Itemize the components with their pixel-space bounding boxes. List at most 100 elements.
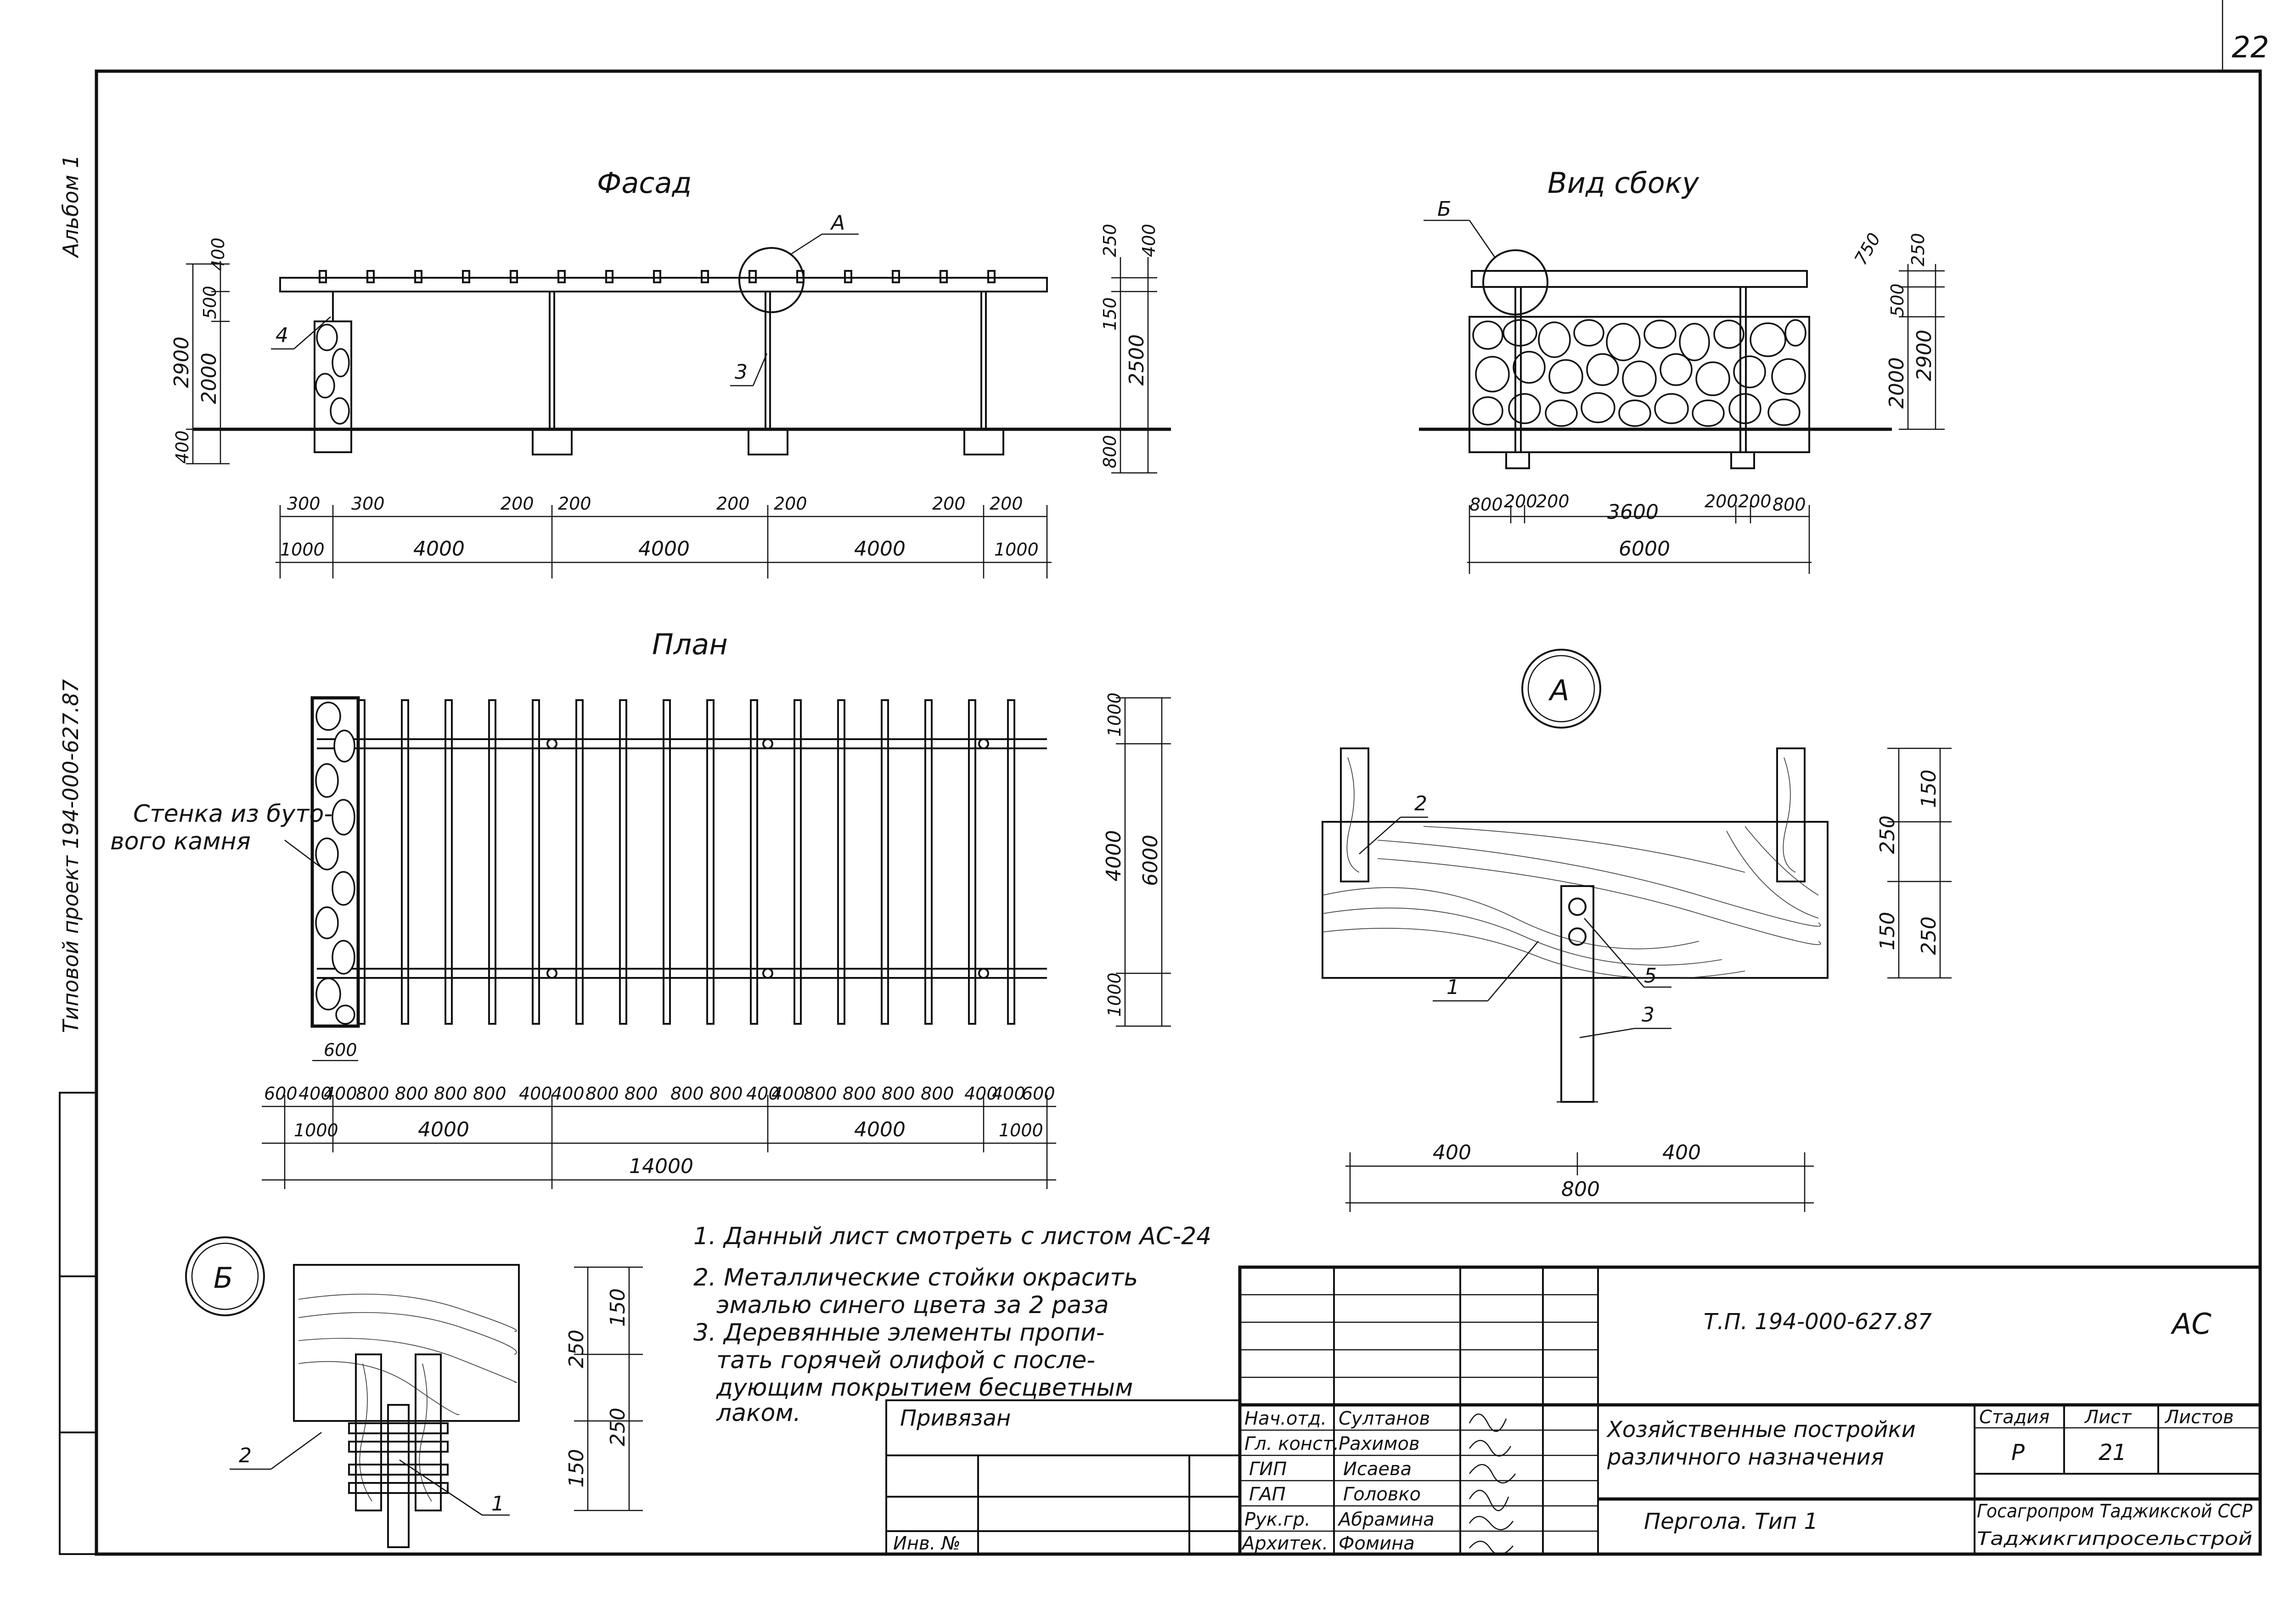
- detail-b-pos-2: 2: [239, 1444, 252, 1467]
- facade-title: Фасад: [597, 166, 692, 200]
- plan-dim-seg-4000a: 4000: [418, 1118, 469, 1141]
- plan-row-dim: 800: [843, 1084, 876, 1104]
- plan-wall-label-2: вого камня: [110, 828, 251, 855]
- side-dim-top-200c: 200: [1705, 491, 1738, 511]
- plan-row-dim: 800: [625, 1084, 658, 1104]
- detail-a-dim-150a: 150: [1917, 769, 1941, 808]
- doc-mark: АС: [2170, 1307, 2212, 1341]
- facade-dim-500: 500: [200, 286, 220, 319]
- role-3: ГИП: [1249, 1459, 1287, 1480]
- role-5: Рук.гр.: [1244, 1509, 1311, 1530]
- callout-b-label: Б: [1437, 197, 1451, 221]
- side-dim-top-200a: 200: [1504, 491, 1537, 511]
- side-dim-2000: 2000: [1885, 357, 1908, 409]
- plan-dim-seg-4000b: 4000: [854, 1118, 906, 1141]
- detail-a-pos-1: 1: [1446, 976, 1459, 999]
- sheets-header: Листов: [2164, 1407, 2234, 1428]
- plan-dim-total: 14000: [629, 1155, 693, 1178]
- plan-row-dim: 800: [804, 1084, 837, 1104]
- org-line-1: Госагропром Таджикской ССР: [1977, 1501, 2253, 1522]
- object-line-2: различного назначения: [1607, 1444, 1884, 1470]
- stage-value: Р: [2011, 1440, 2025, 1465]
- note-line: 2. Металлические стойки окрасить: [693, 1264, 1138, 1291]
- plan-wall-label-1: Стенка из буто-: [133, 800, 332, 828]
- plan-row-dim: 600: [264, 1084, 298, 1104]
- doc-code: Т.П. 194-000-627.87: [1704, 1309, 1932, 1335]
- side-dim-top-200d: 200: [1738, 491, 1772, 511]
- plan-row-dim: 400: [324, 1084, 357, 1104]
- facade-dim-top-200d: 200: [774, 494, 807, 514]
- facade-dim-top-200f: 200: [990, 494, 1023, 514]
- title-block: Привязан Инв. № Т.П. 194-000-627.87 АС Н…: [885, 1265, 2262, 1556]
- plan-view: План Стенка из буто- вого камня: [110, 628, 1171, 1189]
- detail-b-dim-250b: 250: [606, 1408, 630, 1446]
- plan-dim-6000: 6000: [1139, 835, 1162, 886]
- note-line: лаком.: [716, 1399, 801, 1427]
- plan-row-dim: 800: [434, 1084, 467, 1104]
- facade-dim-400-bot: 400: [172, 430, 192, 464]
- side-album-label: Альбом 1: [58, 155, 83, 258]
- note-line: 3. Деревянные элементы пропи-: [693, 1319, 1105, 1347]
- note-line: эмалью синего цвета за 2 раза: [716, 1291, 1109, 1319]
- side-dim-2900: 2900: [1913, 330, 1936, 381]
- pos-3-label: 3: [735, 360, 748, 384]
- side-project-label: Типовой проект 194-000-627.87: [58, 679, 83, 1033]
- name-4: Головко: [1343, 1484, 1421, 1505]
- side-stone-infill: [1472, 319, 1806, 427]
- plan-dim-1000b: 1000: [1104, 972, 1125, 1017]
- name-3: Исаева: [1343, 1459, 1412, 1480]
- facade-view: Фасад А: [170, 166, 1171, 578]
- detail-a-dim-400b: 400: [1662, 1141, 1701, 1164]
- side-dim-750: 750: [1851, 230, 1885, 269]
- plan-dim-top-600: 600: [324, 1040, 357, 1060]
- signatures: [1469, 1413, 1516, 1555]
- plan-row-dim: 400: [298, 1084, 332, 1104]
- detail-a: А 2 1 5 3 150 250 150 2: [1322, 649, 1952, 1212]
- plan-row-dim: 800: [356, 1084, 389, 1104]
- plan-row-dim: 800: [882, 1084, 915, 1104]
- detail-a-pos-3: 3: [1642, 1003, 1654, 1027]
- plan-dim-row: 600 400 400 800 800 800 800 400 400 800 …: [264, 1084, 1055, 1104]
- detail-b-dim-250a: 250: [565, 1330, 588, 1368]
- side-dim-top-800b: 800: [1773, 494, 1806, 515]
- sheet-value: 21: [2099, 1440, 2127, 1465]
- side-title: Вид сбоку: [1548, 166, 1699, 200]
- facade-dim-2900: 2900: [170, 337, 193, 388]
- inv-label: Инв. №: [893, 1533, 961, 1554]
- pos-4-label: 4: [276, 324, 288, 347]
- facade-dim-top-300a: 300: [287, 494, 321, 514]
- facade-dim-top-200e: 200: [932, 494, 966, 514]
- facade-dim-top-200c: 200: [716, 494, 750, 514]
- detail-b-mark: Б: [214, 1261, 233, 1295]
- detail-a-dim-800: 800: [1561, 1178, 1600, 1201]
- facade-dim-250: 250: [1100, 224, 1120, 257]
- detail-b: Б 2 1 250 150 150 250: [185, 1236, 643, 1548]
- plan-row-dim: 400: [964, 1084, 998, 1104]
- callout-a-label: А: [830, 211, 845, 235]
- plan-row-dim: 800: [709, 1084, 743, 1104]
- facade-dim-top-200a: 200: [501, 494, 534, 514]
- facade-dim-top-200b: 200: [558, 494, 591, 514]
- plan-row-dim: 400: [519, 1084, 552, 1104]
- plan-row-dim: 400: [551, 1084, 585, 1104]
- detail-a-pos-2: 2: [1414, 792, 1427, 815]
- facade-dim-2000: 2000: [197, 353, 221, 404]
- facade-dim-150: 150: [1100, 297, 1120, 331]
- role-4: ГАП: [1249, 1484, 1286, 1505]
- facade-dim-1000b: 1000: [994, 539, 1039, 560]
- plan-row-dim: 400: [992, 1084, 1025, 1104]
- general-notes: 1. Данный лист смотреть с листом АС-24 2…: [693, 1223, 1211, 1427]
- side-dim-top-800a: 800: [1469, 494, 1503, 515]
- side-dim-top-200b: 200: [1536, 491, 1570, 511]
- plan-row-dim: 800: [585, 1084, 619, 1104]
- name-5: Абрамина: [1337, 1509, 1435, 1530]
- plan-dim-seg-1000b: 1000: [999, 1120, 1043, 1140]
- detail-a-dim-150b: 150: [1876, 912, 1899, 950]
- org-line-2: Таджикгипросельстрой: [1977, 1528, 2252, 1549]
- detail-a-pos-5: 5: [1644, 964, 1657, 988]
- plan-dim-seg-1000a: 1000: [294, 1120, 338, 1140]
- facade-dim-4000a: 4000: [413, 537, 465, 561]
- plan-row-dim: 400: [771, 1084, 805, 1104]
- facade-rafter-ticks: [319, 270, 996, 283]
- detail-b-pos-1: 1: [491, 1492, 504, 1516]
